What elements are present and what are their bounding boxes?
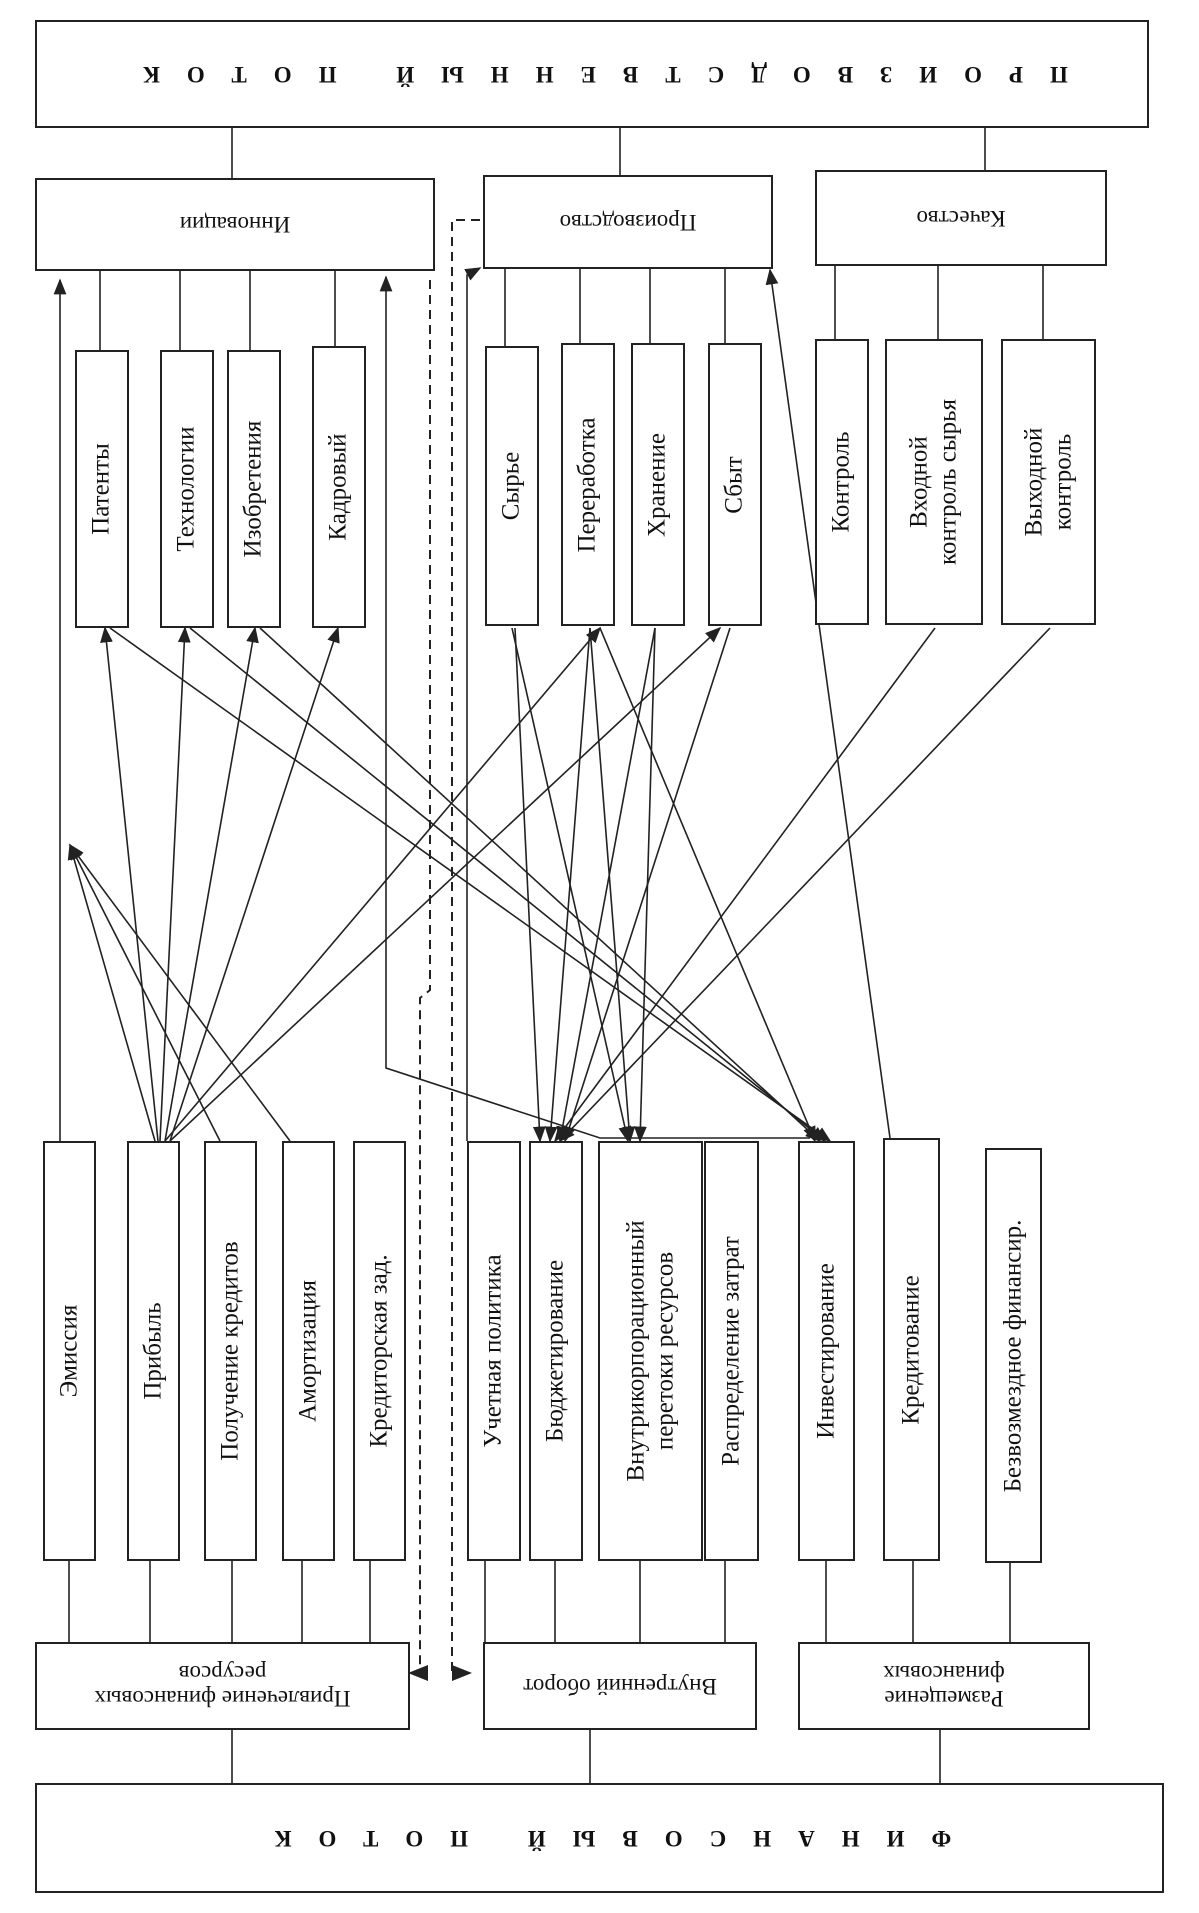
group-production-label: Производство bbox=[559, 209, 697, 235]
fan-arrow-13 bbox=[634, 627, 656, 1143]
arrow-lending-production bbox=[765, 268, 891, 1139]
arrow-investing-innovation bbox=[379, 275, 810, 1139]
item-budgeting: Бюджетирование bbox=[529, 1141, 583, 1561]
item-output-control-label: Выходной контроль bbox=[1019, 427, 1076, 537]
item-amortization: Амортизация bbox=[282, 1141, 335, 1561]
item-raw-materials-label: Сырье bbox=[497, 451, 525, 521]
item-patents: Патенты bbox=[75, 350, 129, 628]
item-investing: Инвестирование bbox=[798, 1141, 855, 1561]
fan-arrow-16 bbox=[259, 627, 822, 1143]
group-innovation: Инновации bbox=[35, 178, 435, 271]
financial-flow-banner: ФИНАНСОВЫЙ ПОТОК bbox=[35, 1783, 1164, 1893]
item-amortization-label: Амортизация bbox=[294, 1279, 322, 1423]
item-technologies-label: Технологии bbox=[172, 426, 200, 552]
item-input-control: Входной контроль сырья bbox=[885, 339, 983, 625]
arrow-policy-production bbox=[464, 267, 482, 1141]
group-innovation-label: Инновации bbox=[179, 212, 291, 238]
item-profit-label: Прибыль bbox=[139, 1302, 167, 1400]
fan-arrow-5 bbox=[164, 626, 259, 1142]
fan-arrow-9 bbox=[556, 627, 656, 1143]
fan-arrow-11 bbox=[511, 627, 632, 1143]
item-storage-label: Хранение bbox=[643, 432, 671, 537]
item-emission: Эмиссия bbox=[43, 1141, 96, 1561]
item-loans-received-label: Получение кредитов bbox=[216, 1241, 244, 1461]
item-gratuitous-financing-label: Безвозмездное финансир. bbox=[999, 1219, 1027, 1492]
group-quality: Качество bbox=[815, 170, 1107, 266]
fan-arrow-19 bbox=[558, 627, 1051, 1143]
fan-arrow-1 bbox=[69, 843, 221, 1142]
financial-flow-title: ФИНАНСОВЫЙ ПОТОК bbox=[247, 1825, 952, 1851]
item-inventions: Изобретения bbox=[227, 350, 281, 628]
fan-arrow-3 bbox=[100, 626, 159, 1142]
item-control: Контроль bbox=[815, 339, 869, 625]
item-personnel-label: Кадровый bbox=[324, 433, 352, 541]
item-processing: Переработка bbox=[561, 343, 615, 626]
fan-arrow-2 bbox=[69, 843, 291, 1142]
fan-arrow-18 bbox=[554, 627, 936, 1143]
item-sales-label: Сбыт bbox=[720, 455, 748, 514]
item-personnel: Кадровый bbox=[312, 346, 366, 628]
item-budgeting-label: Бюджетирование bbox=[541, 1259, 569, 1443]
item-sales: Сбыт bbox=[708, 343, 762, 626]
item-storage: Хранение bbox=[631, 343, 685, 626]
item-accounts-payable: Кредиторская зад. bbox=[353, 1141, 406, 1561]
dashed-link-a bbox=[408, 280, 431, 1681]
item-emission-label: Эмиссия bbox=[55, 1304, 83, 1398]
item-processing-label: Переработка bbox=[573, 416, 601, 553]
item-gratuitous-financing: Безвозмездное финансир. bbox=[985, 1148, 1042, 1563]
fan-arrow-7 bbox=[514, 627, 546, 1143]
item-accounting-policy-label: Учетная политика bbox=[479, 1254, 507, 1448]
item-inventions-label: Изобретения bbox=[239, 420, 267, 558]
item-output-control: Выходной контроль bbox=[1001, 339, 1096, 625]
fan-arrow-0 bbox=[67, 843, 156, 1142]
item-cost-allocation: Распределение затрат bbox=[704, 1141, 759, 1561]
fan-arrow-17 bbox=[599, 627, 816, 1143]
group-quality-label: Качество bbox=[916, 205, 1006, 231]
item-technologies: Технологии bbox=[160, 350, 214, 628]
dashed-link-b bbox=[451, 219, 480, 1681]
fan-arrow-21 bbox=[164, 626, 602, 1142]
fan-arrow-6 bbox=[169, 626, 340, 1142]
fan-arrow-15 bbox=[189, 627, 827, 1143]
item-lending: Кредитование bbox=[883, 1138, 940, 1561]
item-input-control-label: Входной контроль сырья bbox=[905, 398, 961, 566]
fan-arrow-14 bbox=[109, 627, 832, 1142]
group-internal-turnover: Внутренний оборот bbox=[483, 1642, 757, 1730]
group-attraction-label: Привлечение финансовых ресурсов bbox=[94, 1661, 351, 1712]
item-raw-materials: Сырье bbox=[485, 346, 539, 626]
item-cost-allocation-label: Распределение затрат bbox=[717, 1236, 745, 1466]
item-lending-label: Кредитование bbox=[897, 1274, 925, 1425]
group-internal-turnover-label: Внутренний оборот bbox=[523, 1673, 717, 1699]
item-investing-label: Инвестирование bbox=[812, 1263, 840, 1439]
item-intracorporate-flow: Внутрикорпорационный перетоки ресурсов bbox=[598, 1141, 703, 1561]
item-intracorporate-flow-label: Внутрикорпорационный перетоки ресурсов bbox=[621, 1220, 678, 1482]
group-production: Производство bbox=[483, 175, 773, 269]
item-accounting-policy: Учетная политика bbox=[467, 1141, 521, 1561]
fan-arrow-4 bbox=[159, 626, 191, 1142]
item-loans-received: Получение кредитов bbox=[204, 1141, 257, 1561]
item-control-label: Контроль bbox=[827, 431, 855, 533]
item-profit: Прибыль bbox=[127, 1141, 180, 1561]
group-placement-label: Размещение финансовых bbox=[883, 1661, 1005, 1712]
production-flow-title: ПРОИЗВОДСТВЕННЫЙ ПОТОК bbox=[116, 61, 1068, 87]
item-patents-label: Патенты bbox=[87, 443, 115, 535]
fan-arrow-20 bbox=[169, 626, 722, 1142]
item-accounts-payable-label: Кредиторская зад. bbox=[365, 1254, 393, 1448]
production-flow-banner: ПРОИЗВОДСТВЕННЫЙ ПОТОК bbox=[35, 20, 1149, 128]
group-attraction: Привлечение финансовых ресурсов bbox=[35, 1642, 410, 1730]
fan-arrow-12 bbox=[589, 627, 636, 1143]
group-placement: Размещение финансовых bbox=[798, 1642, 1090, 1730]
